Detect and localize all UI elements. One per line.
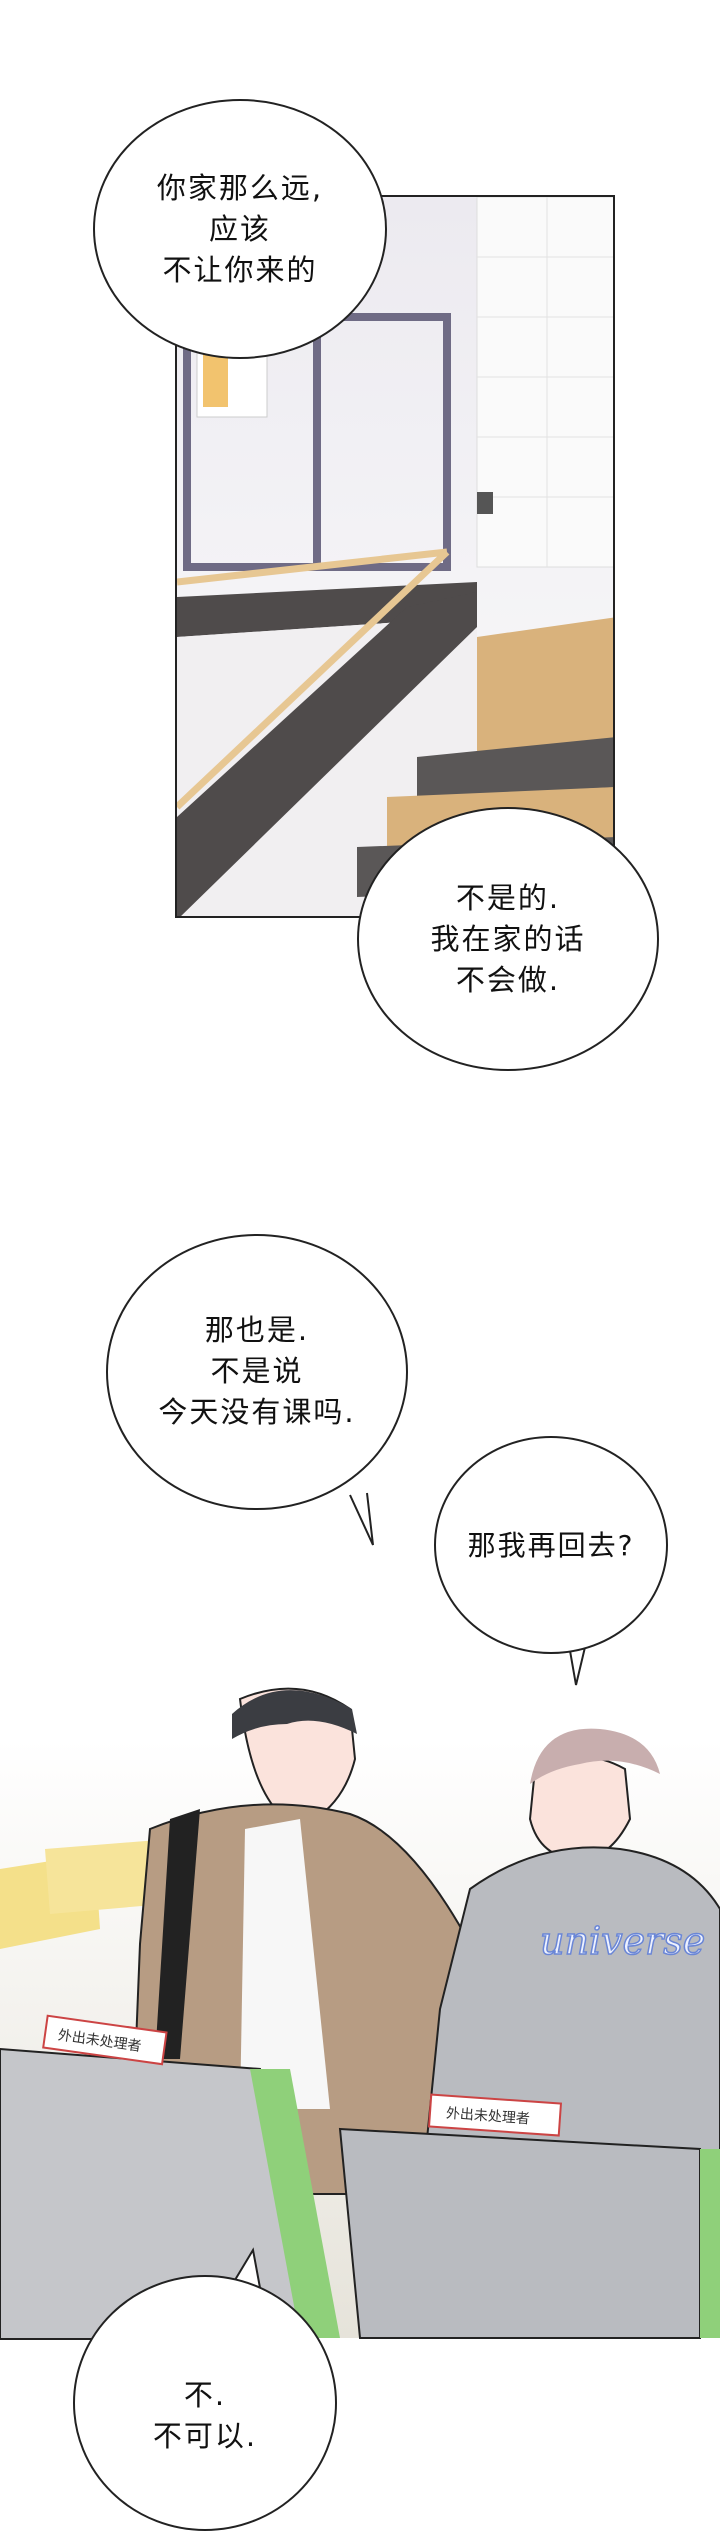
bubble-line: 不是的. bbox=[455, 881, 561, 915]
hoodie-text: universe bbox=[540, 1919, 705, 1963]
bubble-line: 不是说 bbox=[210, 1353, 304, 1388]
bubble-line: 不会做. bbox=[455, 963, 561, 997]
speech-bubble: 不是的. 我在家的话不会做. bbox=[356, 806, 660, 1073]
bubble-line: 应该 bbox=[208, 211, 271, 246]
bubble-line: 那也是. bbox=[204, 1312, 310, 1347]
bubble-line: 不. bbox=[183, 2378, 227, 2412]
bubble-line: 今天没有课吗. bbox=[158, 1394, 356, 1429]
bubble-line: 那我再回去? bbox=[467, 1528, 635, 1562]
bubble-line: 你家那么远, bbox=[156, 170, 324, 205]
speech-bubble: 那我再回去? bbox=[434, 1435, 668, 1686]
bubble-line: 不让你来的 bbox=[162, 252, 318, 287]
sign-label: 外出未处理者 bbox=[445, 2106, 530, 2128]
students-illustration: universe 外出未处理者 外出未处理者 bbox=[0, 1687, 720, 2340]
speech-bubble: 不. 不可以. bbox=[73, 2240, 337, 2532]
bubble-line: 我在家的话 bbox=[430, 922, 586, 956]
panel-students: universe 外出未处理者 外出未处理者 bbox=[0, 1687, 720, 2340]
bubble-line: 不可以. bbox=[152, 2419, 258, 2453]
speech-bubble: 那也是. 不是说今天没有课吗. bbox=[105, 1233, 409, 1546]
speech-bubble: 你家那么远, 应该不让你来的 bbox=[92, 98, 388, 360]
